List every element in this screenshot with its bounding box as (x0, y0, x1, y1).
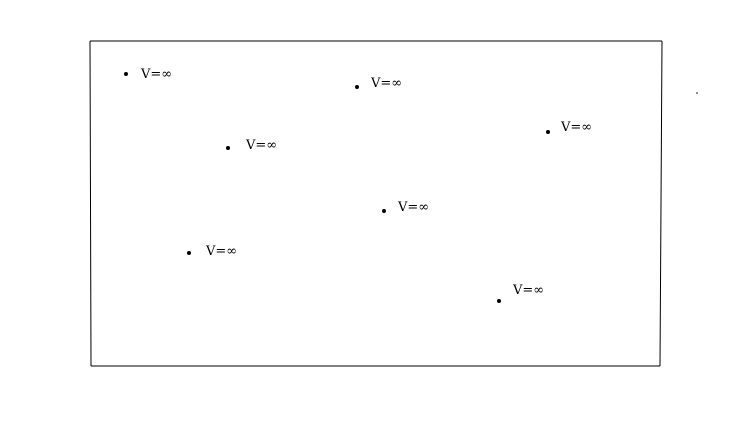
node-label: V=∞ (205, 244, 237, 259)
node-dot (497, 299, 501, 303)
node-dot (187, 251, 191, 255)
node-label: V=∞ (512, 283, 544, 298)
node: V=∞ (355, 76, 402, 91)
stray-dot (696, 92, 698, 94)
node-label: V=∞ (370, 76, 402, 91)
frame-right (659, 40, 663, 367)
node-dot (382, 209, 386, 213)
frame-left (89, 40, 92, 367)
node-dot (546, 130, 550, 134)
node: V=∞ (226, 138, 277, 153)
frame (89, 40, 663, 367)
node-label: V=∞ (140, 67, 172, 82)
node: V=∞ (187, 244, 237, 259)
node-label: V=∞ (397, 200, 429, 215)
node-dot (124, 72, 128, 76)
node-dot (226, 146, 230, 150)
node: V=∞ (546, 120, 592, 135)
node: V=∞ (124, 67, 172, 82)
node-label: V=∞ (245, 138, 277, 153)
node: V=∞ (497, 283, 544, 303)
node-label: V=∞ (560, 120, 592, 135)
node: V=∞ (382, 200, 429, 215)
node-dot (355, 85, 359, 89)
